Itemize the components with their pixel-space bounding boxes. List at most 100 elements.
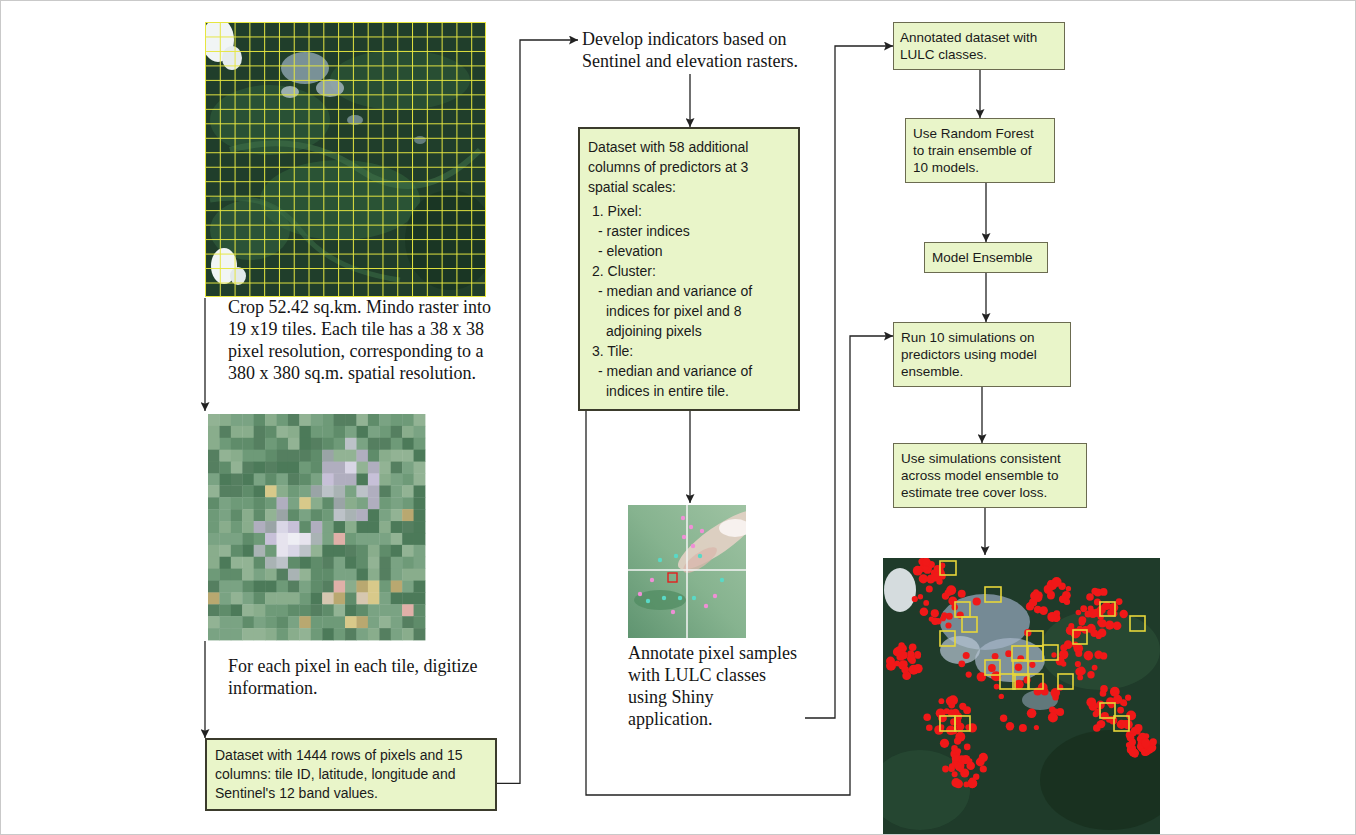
drawing-part — [311, 438, 323, 450]
drawing-part — [299, 545, 311, 557]
drawing-part — [939, 698, 945, 704]
drawing-part — [265, 557, 277, 569]
drawing-part — [322, 592, 334, 604]
drawing-part — [962, 617, 977, 632]
drawing-part — [299, 616, 311, 628]
drawing-part — [1141, 749, 1148, 756]
drawing-part — [946, 585, 956, 595]
drawing-part — [288, 497, 300, 509]
drawing-part — [680, 543, 721, 577]
drawing-part — [322, 438, 334, 450]
drawing-part — [231, 438, 243, 450]
drawing-part — [311, 616, 323, 628]
drawing-part — [1028, 674, 1043, 689]
drawing-part — [1100, 703, 1115, 718]
drawing-part — [414, 557, 426, 569]
drawing-part — [379, 581, 391, 593]
drawing-part — [720, 578, 724, 582]
flow-arrow — [979, 70, 980, 118]
drawing-part — [288, 438, 300, 450]
drawing-part — [288, 616, 300, 628]
drawing-part — [379, 414, 391, 426]
drawing-part — [1087, 671, 1094, 678]
drawing-part — [950, 718, 957, 725]
drawing-part — [334, 628, 346, 640]
drawing-part — [231, 414, 243, 426]
drawing-part — [926, 725, 933, 732]
drawing-part — [940, 716, 955, 731]
drawing-part — [345, 450, 357, 462]
drawing-part — [345, 509, 357, 521]
drawing-part — [368, 628, 380, 640]
flow-arrow — [497, 40, 578, 783]
drawing-part — [973, 597, 981, 605]
drawing-part — [414, 592, 426, 604]
drawing-part — [208, 438, 220, 450]
drawing-part — [219, 604, 231, 616]
drawing-part — [1026, 602, 1034, 610]
pink-sample-dots — [638, 516, 717, 614]
pixelated-tile — [208, 414, 425, 640]
drawing-part — [254, 521, 266, 533]
drawing-part — [940, 631, 955, 646]
predictor-dataset-box: Dataset with 58 additional columns of pr… — [578, 127, 800, 411]
drawing-part — [231, 450, 243, 462]
drawing-part — [402, 557, 414, 569]
drawing-part — [334, 569, 346, 581]
drawing-part — [254, 450, 266, 462]
drawing-part — [1075, 661, 1081, 667]
drawing-part — [988, 664, 996, 672]
drawing-part — [1086, 593, 1094, 601]
drawing-part — [368, 521, 380, 533]
drawing-part — [334, 426, 346, 438]
drawing-part — [311, 581, 323, 593]
drawing-part — [402, 521, 414, 533]
drawing-part — [208, 450, 220, 462]
drawing-part — [277, 569, 289, 581]
drawing-part — [288, 533, 300, 545]
drawing-part — [700, 529, 704, 533]
drawing-part — [299, 533, 311, 545]
drawing-part — [288, 426, 300, 438]
drawing-part — [368, 414, 380, 426]
drawing-part — [634, 590, 686, 610]
drawing-part — [414, 473, 426, 485]
drawing-part — [277, 616, 289, 628]
drawing-part — [242, 473, 254, 485]
drawing-part — [691, 544, 695, 548]
box-text: Run 10 simulations on predictors using m… — [901, 329, 1063, 380]
drawing-part — [299, 509, 311, 521]
drawing-part — [311, 628, 323, 640]
drawing-part — [646, 599, 650, 603]
drawing-part — [692, 596, 696, 600]
drawing-part — [1141, 738, 1150, 747]
drawing-part — [219, 462, 231, 474]
drawing-part — [975, 638, 1045, 682]
drawing-part — [208, 569, 220, 581]
drawing-part — [391, 604, 403, 616]
drawing-part — [951, 778, 960, 787]
drawing-part — [334, 438, 346, 450]
drawing-part — [356, 438, 368, 450]
drawing-part — [1040, 730, 1160, 830]
drawing-part — [356, 533, 368, 545]
drawing-part — [208, 497, 220, 509]
drawing-part — [277, 485, 289, 497]
drawing-part — [345, 592, 357, 604]
drawing-part — [1015, 664, 1022, 671]
drawing-part — [345, 569, 357, 581]
list-item: 3. Tile: — [588, 341, 790, 361]
drawing-part — [391, 438, 403, 450]
drawing-part — [219, 450, 231, 462]
drawing-part — [242, 545, 254, 557]
drawing-part — [391, 414, 403, 426]
drawing-part — [299, 485, 311, 497]
drawing-part — [901, 666, 909, 674]
drawing-part — [242, 485, 254, 497]
list-item: 2. Cluster: — [588, 261, 790, 281]
drawing-part — [219, 581, 231, 593]
drawing-part — [379, 616, 391, 628]
drawing-part — [883, 750, 970, 830]
drawing-part — [299, 497, 311, 509]
drawing-part — [265, 473, 277, 485]
